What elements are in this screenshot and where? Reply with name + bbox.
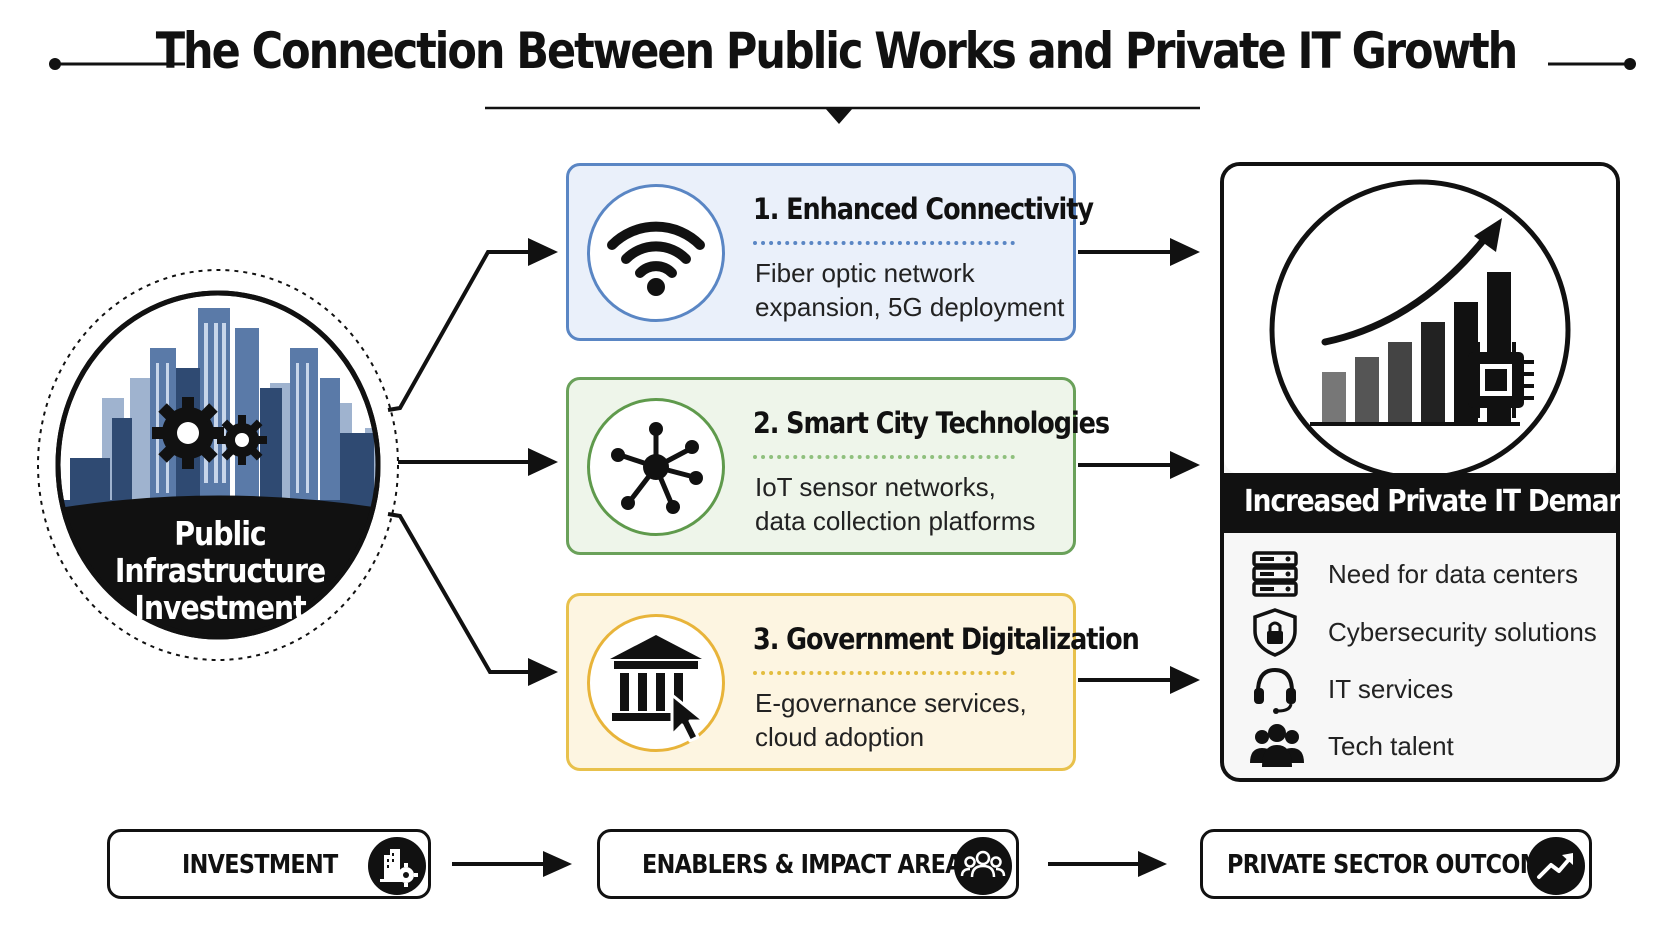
need-label: Tech talent [1328, 731, 1454, 761]
enabler-description: IoT sensor networks, data collection pla… [755, 470, 1065, 538]
trend-up-arrow-icon [1527, 837, 1585, 895]
outcome-title-band [1220, 473, 1620, 533]
people-group-icon [1250, 724, 1304, 767]
source-label: Public Infrastructure Investment [90, 515, 350, 626]
page-title: The Connection Between Public Works and … [155, 22, 1518, 80]
government-building-cursor-icon [587, 614, 725, 752]
enabler-card-digitalization: 3. Government Digitalization E-governanc… [566, 593, 1140, 771]
need-label: IT services [1328, 674, 1454, 704]
divider [753, 671, 1015, 675]
network-hub-icon [587, 398, 725, 536]
enabler-title: 3. Government Digitalization [753, 622, 1140, 656]
stage-investment: INVESTMENT [107, 829, 431, 899]
description-line: Fiber optic network [755, 258, 975, 288]
building-gear-icon [368, 837, 426, 895]
need-label: Cybersecurity solutions [1328, 617, 1597, 647]
enabler-card-smart-city: 2. Smart City Technologies IoT sensor ne… [566, 377, 1110, 555]
shield-lock-icon [1253, 608, 1297, 657]
source-label-line: Investment [134, 588, 306, 627]
people-group-icon [954, 837, 1012, 895]
stage-label: PRIVATE SECTOR OUTCOME [1227, 850, 1557, 880]
stage-label: ENABLERS & IMPACT AREAS [642, 850, 978, 880]
title-decoration [49, 58, 1636, 124]
source-label-line: Public [174, 514, 266, 553]
enabler-title: 1. Enhanced Connectivity [753, 192, 1094, 226]
source-label-line: Infrastructure [114, 551, 326, 590]
need-item: IT services [1250, 664, 1610, 714]
description-line: expansion, 5G deployment [755, 292, 1065, 322]
divider [753, 455, 1015, 459]
city-skyline-with-gears-icon [37, 269, 399, 661]
enabler-card-connectivity: 1. Enhanced Connectivity Fiber optic net… [566, 163, 1094, 341]
description-line: E-governance services, [755, 688, 1027, 718]
need-item: Need for data centers [1250, 549, 1610, 599]
enabler-description: E-governance services, cloud adoption [755, 686, 1065, 754]
stage-label: INVESTMENT [182, 850, 338, 880]
enabler-description: Fiber optic network expansion, 5G deploy… [755, 256, 1065, 324]
description-line: data collection platforms [755, 506, 1036, 536]
wifi-icon [587, 184, 725, 322]
need-item: Cybersecurity solutions [1250, 607, 1610, 657]
need-item: Tech talent [1250, 721, 1610, 771]
stage-enablers: ENABLERS & IMPACT AREAS [597, 829, 1019, 899]
enabler-title: 2. Smart City Technologies [753, 406, 1110, 440]
growth-bar-chart-chip-icon [1224, 166, 1616, 474]
description-line: cloud adoption [755, 722, 925, 752]
need-label: Need for data centers [1328, 559, 1579, 589]
headset-icon [1254, 667, 1296, 714]
server-rack-icon [1252, 551, 1298, 597]
divider [753, 241, 1015, 245]
outcome-title: Increased Private IT Demand [1244, 484, 1645, 519]
stage-outcome: PRIVATE SECTOR OUTCOME [1200, 829, 1592, 899]
description-line: IoT sensor networks, [755, 472, 996, 502]
